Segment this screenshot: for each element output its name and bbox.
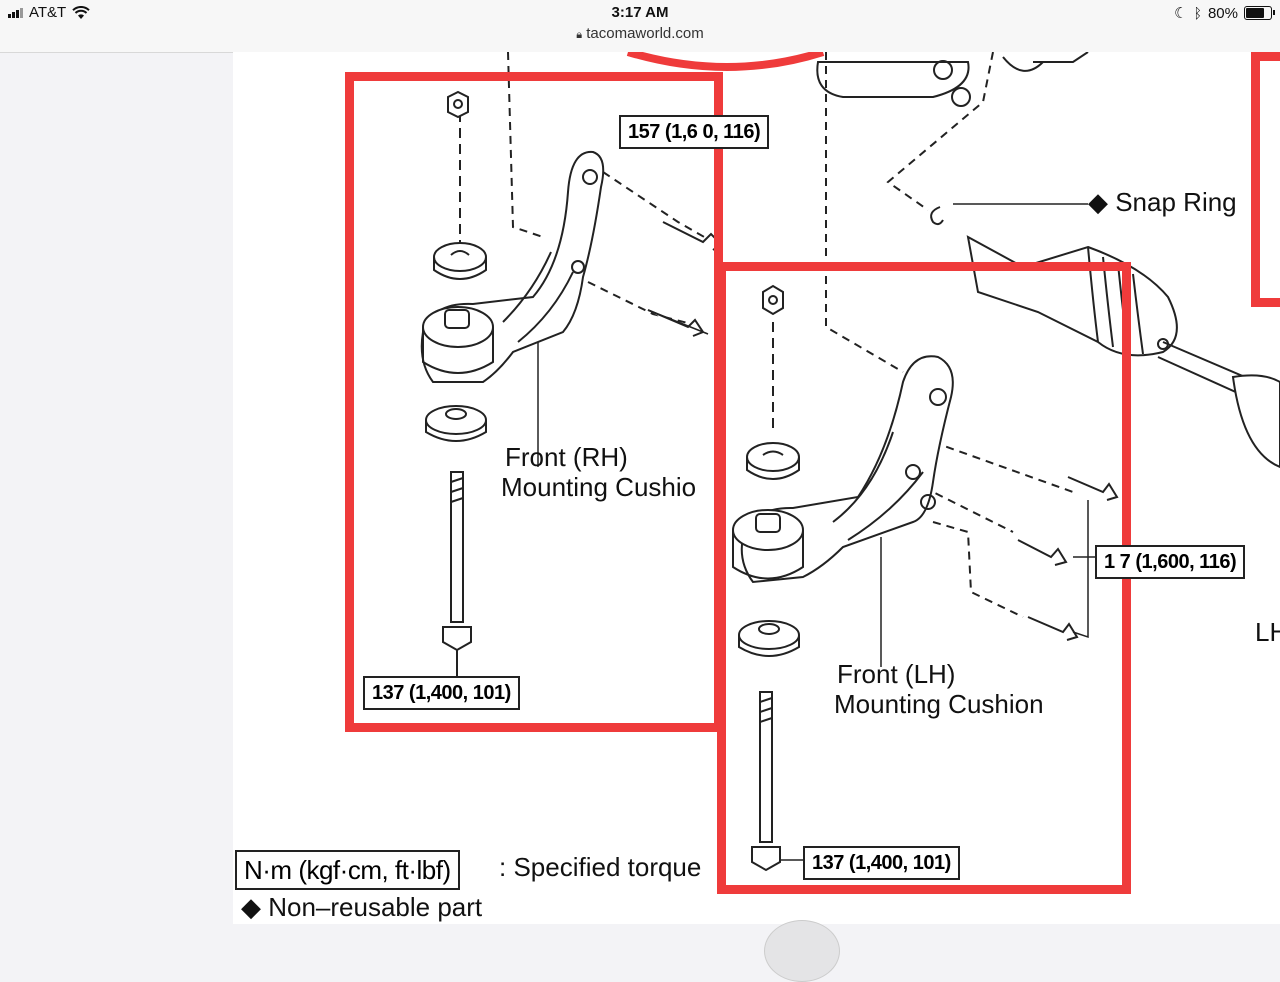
- moon-icon: ☾: [1174, 5, 1188, 22]
- wifi-icon: [72, 5, 90, 19]
- lh-highlight-box: [717, 262, 1131, 894]
- diagram-page: 157 (1,6 0, 116) ◆ Snap Ring Front (RH) …: [233, 52, 1280, 924]
- carrier-label: AT&T: [29, 4, 67, 21]
- front-lh-label-line2: Mounting Cushion: [834, 689, 1044, 719]
- front-rh-label-line1: Front (RH): [505, 442, 628, 472]
- rh-nut-icon: [447, 90, 469, 119]
- lock-icon: 🔒︎: [576, 29, 583, 41]
- rh-lower-washer: [425, 405, 487, 442]
- snap-ring-icon: [930, 206, 944, 226]
- transmission-housing: [816, 61, 970, 98]
- url-text: tacomaworld.com: [586, 25, 704, 42]
- signal-strength-icon: [8, 7, 23, 18]
- rh-highlight-box: [345, 72, 723, 732]
- status-left: AT&T: [8, 4, 90, 21]
- ios-status-bar: AT&T 3:17 AM 🔒︎ tacomaworld.com ☾ ᛒ 80%: [0, 0, 1280, 53]
- floating-action-button[interactable]: [764, 920, 840, 982]
- lh-upper-washer: [746, 442, 800, 480]
- front-lh-label-line1: Front (LH): [837, 659, 956, 689]
- lh-cushion: [732, 509, 804, 580]
- lh-lower-washer: [738, 620, 800, 657]
- rh-cushion: [422, 306, 494, 374]
- legend-unit-box: N·m (kgf·cm, ft·lbf): [235, 850, 460, 890]
- battery-percent: 80%: [1207, 4, 1238, 22]
- right-edge-highlight-box: [1251, 52, 1280, 307]
- torque-label-bottom-rh: 137 (1,400, 101): [363, 676, 520, 710]
- lh-edge-label: LH: [1255, 617, 1280, 647]
- legend-non-reusable: ◆ Non–reusable part: [241, 892, 483, 922]
- front-rh-label-line2: Mounting Cushio: [501, 472, 697, 502]
- clock: 3:17 AM: [611, 4, 669, 21]
- status-center: 3:17 AM 🔒︎ tacomaworld.com: [0, 4, 1280, 42]
- bluetooth-icon: ᛒ: [1193, 5, 1202, 21]
- torque-label-right-lh: 1 7 (1,600, 116): [1095, 545, 1246, 579]
- torque-label-bottom-lh: 137 (1,400, 101): [803, 846, 960, 880]
- rh-upper-washer: [433, 242, 487, 280]
- lh-bolts: [1017, 476, 1119, 641]
- torque-label-top-rh: 157 (1,6 0, 116): [619, 115, 770, 149]
- status-right: ☾ ᛒ 80%: [1174, 4, 1275, 22]
- lh-long-bolt: [751, 691, 803, 872]
- battery-icon: [1244, 6, 1275, 20]
- red-arc: [626, 52, 825, 71]
- snap-ring-label: ◆ Snap Ring: [1088, 187, 1237, 217]
- address-bar[interactable]: 🔒︎ tacomaworld.com: [0, 25, 1280, 42]
- legend-specified-torque: : Specified torque: [499, 852, 702, 882]
- lh-nut-icon: [762, 284, 784, 316]
- rh-long-bolt: [442, 471, 472, 682]
